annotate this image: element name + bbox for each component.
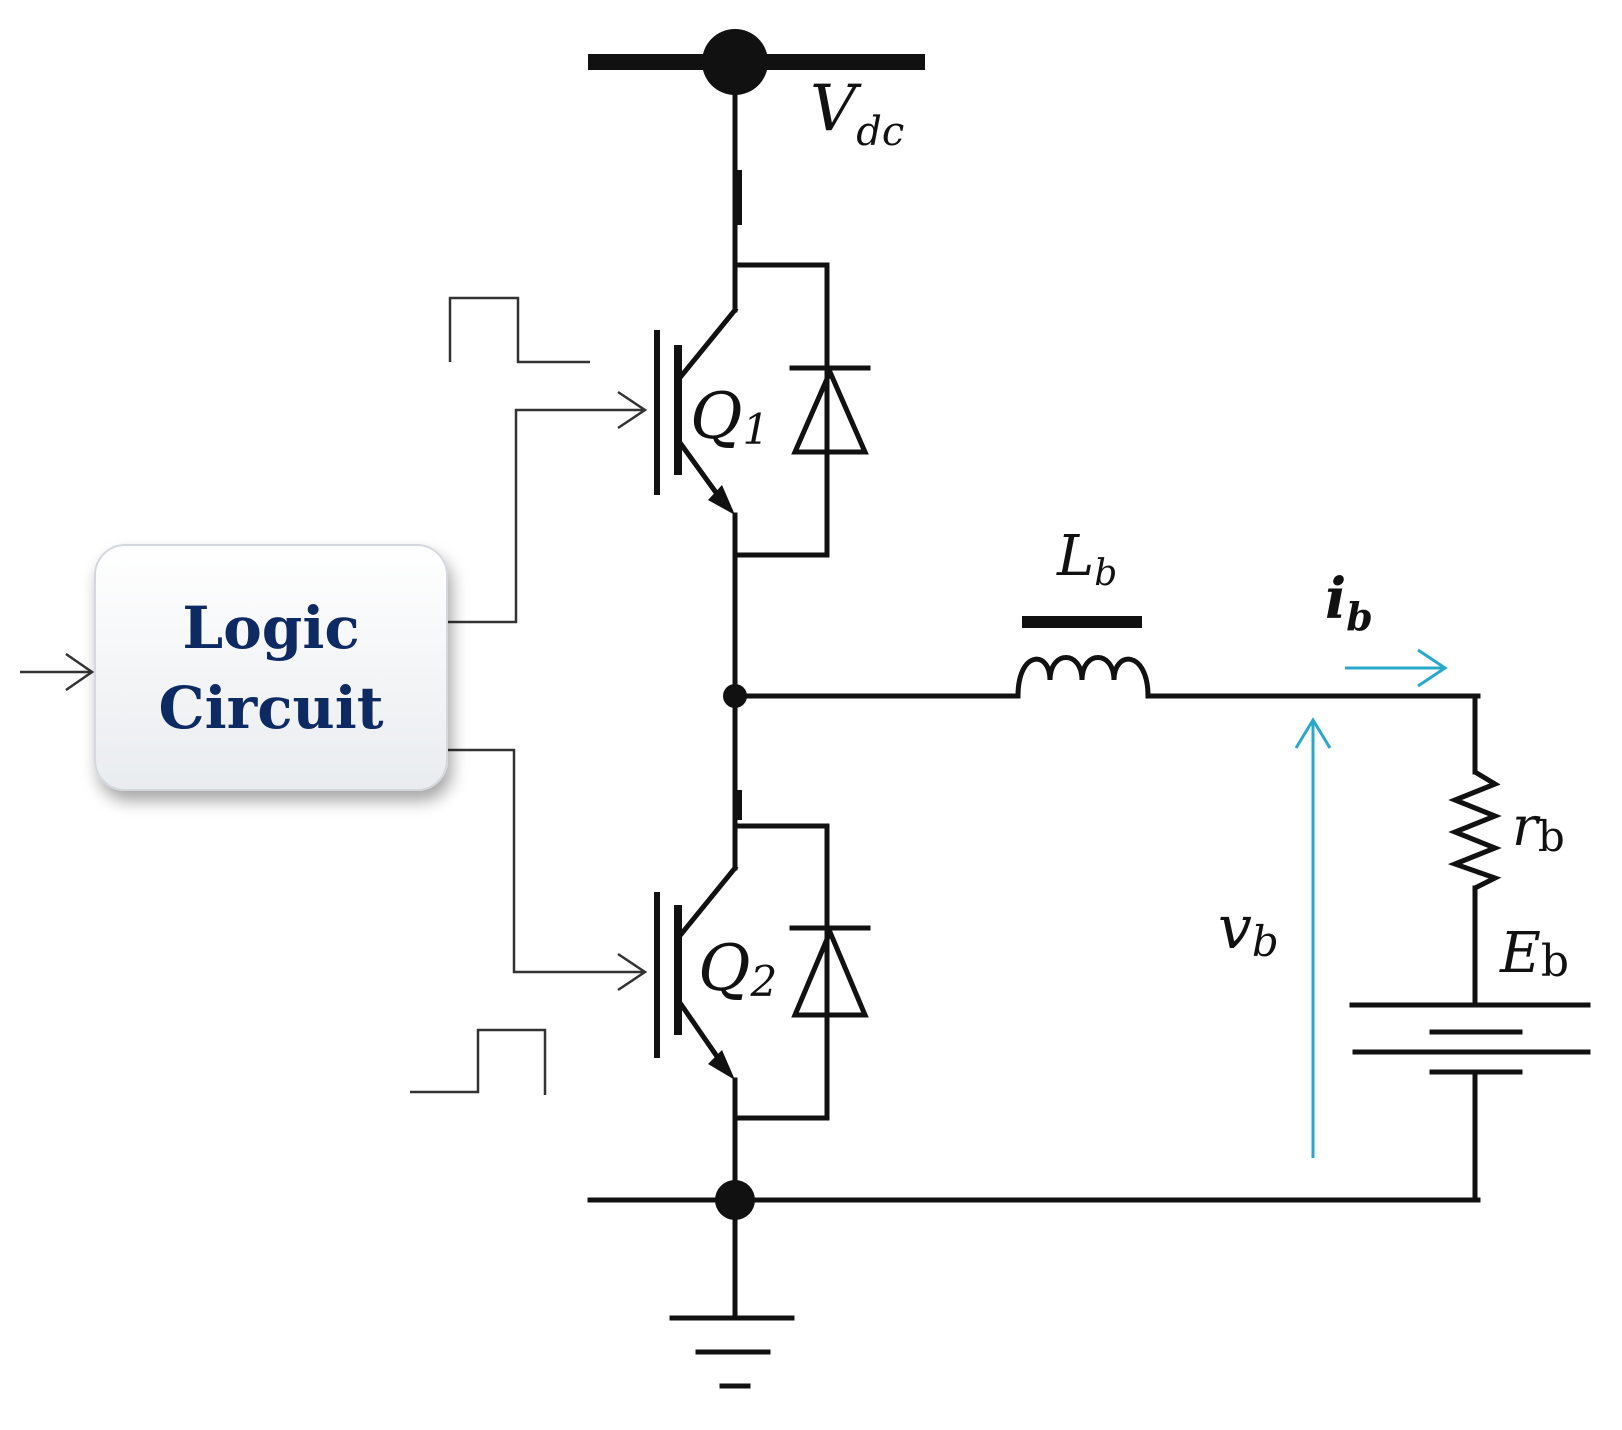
- gate-signal-q2: [410, 1028, 547, 1095]
- current-arrow: [1345, 648, 1448, 688]
- vb-label: vb: [1218, 893, 1279, 966]
- lb-label: Lb: [1056, 524, 1117, 594]
- ground-symbol: [669, 1315, 795, 1389]
- q1-label: Q1: [690, 380, 769, 454]
- rb-label: rb: [1512, 795, 1565, 861]
- gate-signal-q1: [448, 296, 590, 364]
- logic-line-2: Circuit: [158, 674, 383, 742]
- battery-eb: [1349, 1002, 1591, 1203]
- logic-line-1: Logic: [182, 594, 359, 662]
- igbt-q1: [654, 262, 830, 558]
- voltage-arrow: [1294, 717, 1332, 1158]
- diode-d2: [789, 925, 871, 1018]
- ground-bus: [587, 1180, 1481, 1220]
- inductor-lb: [732, 616, 1481, 699]
- eb-label: Eb: [1499, 921, 1569, 987]
- gate-wire-q1: [448, 390, 648, 624]
- logic-input-arrow: [20, 652, 95, 692]
- vdc-label: Vdc: [810, 72, 904, 155]
- diode-d1: [789, 365, 871, 455]
- upper-leg-wire: [732, 59, 742, 313]
- dc-bus: [588, 29, 925, 95]
- load-branch: [1447, 693, 1502, 1008]
- igbt-q2: [654, 790, 830, 1121]
- ib-label: ib: [1325, 566, 1373, 639]
- logic-circuit-block: [94, 544, 448, 791]
- gate-wire-q2: [448, 748, 648, 992]
- q2-label: Q2: [698, 932, 777, 1006]
